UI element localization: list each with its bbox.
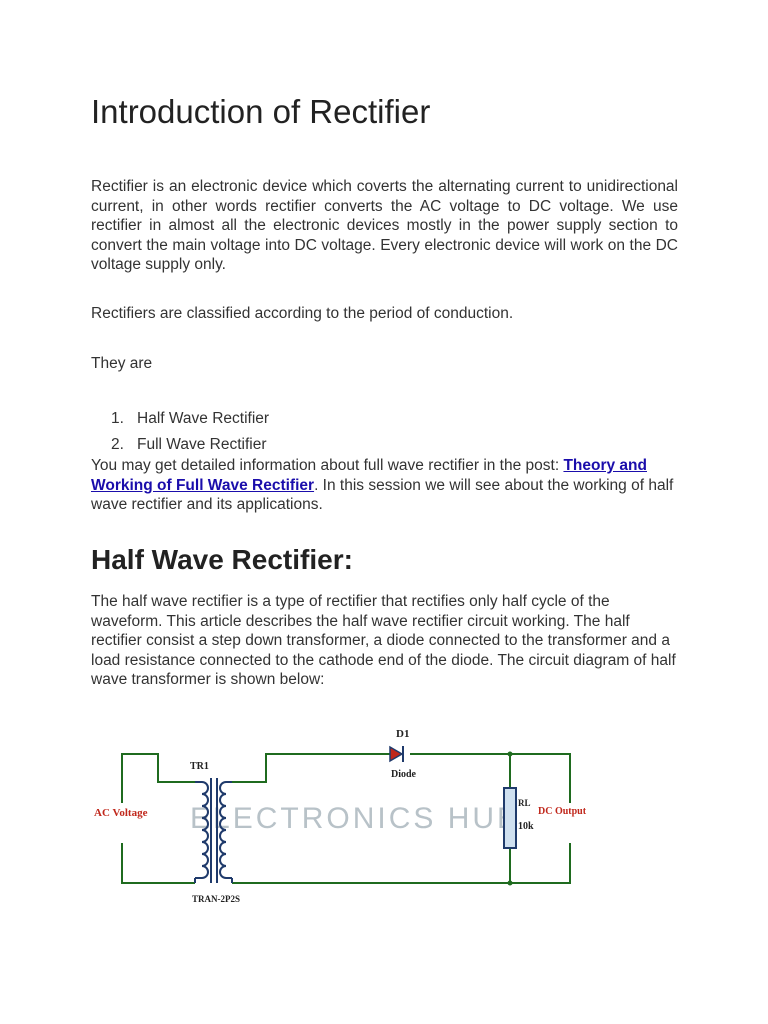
load-resistor: [503, 787, 517, 849]
diode-ref-label: D1: [396, 728, 409, 740]
list-item-label: Half Wave Rectifier: [137, 410, 270, 427]
watermark-text: ELECTRONICS HUB: [190, 802, 520, 835]
diode-symbol: [389, 745, 404, 763]
they-are-paragraph: They are: [91, 355, 153, 372]
list-item-number: 2.: [111, 436, 124, 453]
rectifier-types-list: 1. Half Wave Rectifier 2. Full Wave Rectif…: [91, 409, 269, 461]
circuit-wires: [121, 753, 571, 884]
info-text-after: . In this session we will see about the …: [91, 476, 674, 514]
section-paragraph: The half wave rectifier is a type of rec…: [91, 593, 676, 688]
transformer-ref-label: TR1: [190, 761, 209, 772]
page-title: Introduction of Rectifier: [91, 93, 431, 130]
half-wave-rectifier-circuit-diagram: ELECTRONICS HUB: [80, 718, 620, 918]
resistor-ref-label: RL: [518, 798, 531, 808]
transformer-model-label: TRAN-2P2S: [192, 894, 240, 904]
section-heading: Half Wave Rectifier:: [91, 544, 353, 575]
list-item: 2. Full Wave Rectifier: [91, 435, 269, 461]
intro-paragraph: Rectifier is an electronic device which …: [91, 178, 678, 273]
list-item-number: 1.: [111, 410, 124, 427]
list-item-label: Full Wave Rectifier: [137, 436, 267, 453]
transformer-coils: [194, 778, 233, 883]
ac-voltage-label: AC Voltage: [94, 807, 148, 819]
classification-paragraph: Rectifiers are classified according to t…: [91, 305, 514, 322]
info-paragraph: You may get detailed information about f…: [91, 456, 681, 515]
dc-output-label: DC Output: [538, 806, 587, 817]
diode-name-label: Diode: [391, 769, 417, 780]
resistor-value-label: 10k: [518, 821, 534, 832]
info-text-before: You may get detailed information about f…: [91, 457, 564, 474]
full-wave-rectifier-link[interactable]: Theory and Working of Full Wave Rectifie…: [91, 457, 647, 494]
list-item: 1. Half Wave Rectifier: [91, 409, 269, 435]
